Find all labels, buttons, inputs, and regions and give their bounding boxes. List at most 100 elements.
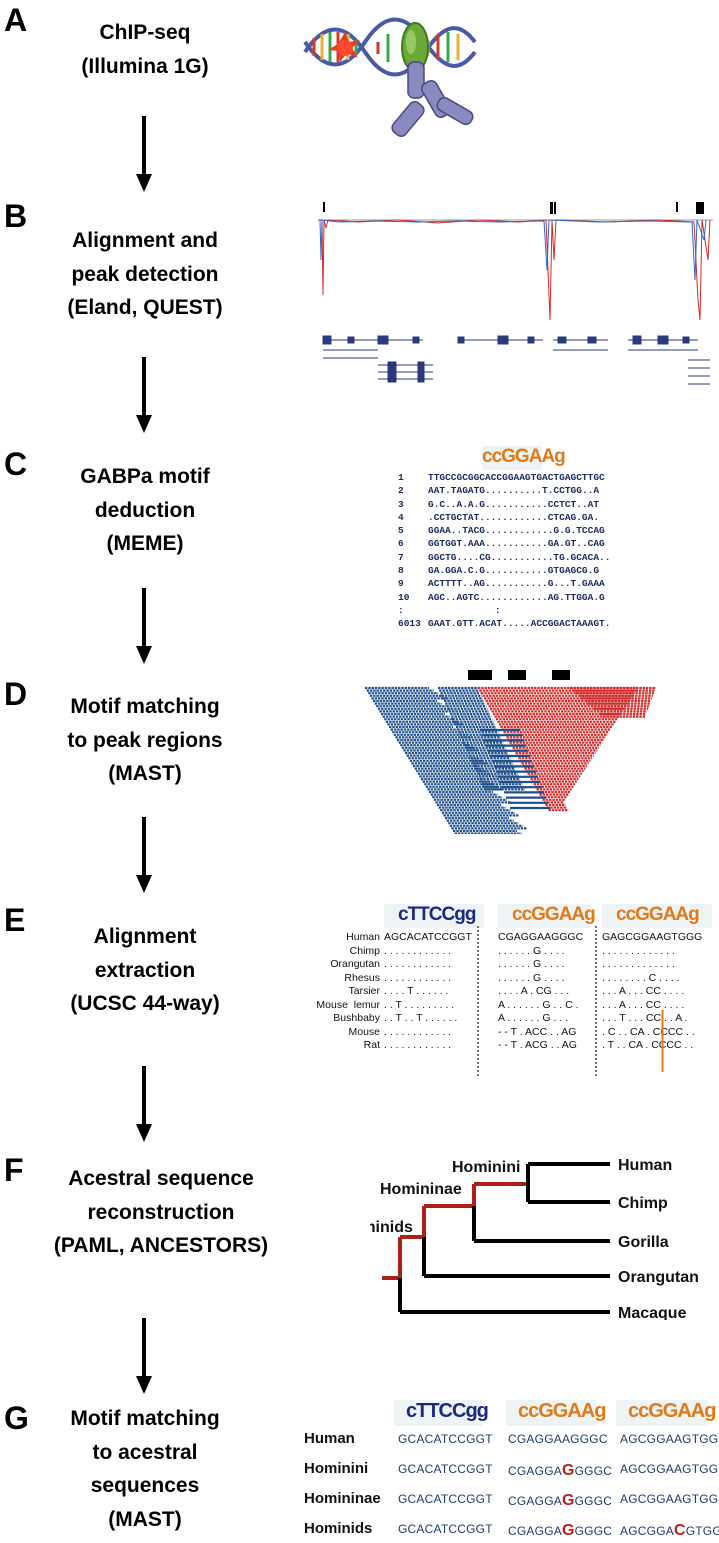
step-line: Acestral sequence [68,1167,254,1190]
alignment-column-block: AGCACATCCGGT. . . . . . . . . . . .. . .… [384,931,484,1053]
step-line: to peak regions [67,728,223,752]
aligned-sequence: AGCACATCCGGT [384,931,472,943]
aligned-sequence: A . . . . . . G . . . [498,1012,569,1024]
lineage-label: Homininae [304,1490,381,1507]
motif-logo: ccGGAAg [498,904,596,928]
flow-arrow [136,588,152,664]
step-line: extraction [94,958,196,982]
row-sequence: AGC..AGTC............AG.TTGGA.G [428,591,605,603]
aligned-sequence: . . . . . . . . . . . . [384,958,452,970]
antibody-icon [391,61,474,137]
peak-browser-track [318,202,713,385]
alignment-column-block: CGAGGAAGGGC. . . . . . G . . . .. . . . … [498,931,590,1053]
alignment-block-2: ccGGAAg CGAGGAAGGGC. . . . . . G . . . .… [498,904,596,1053]
gene-annotations [322,335,710,385]
step-description: Alignment extraction (UCSC 44-way) [40,920,250,1021]
aligned-sequence: - - T . ACC . . AG [498,1025,577,1038]
ancestral-sequence: GCACATCCGGT [398,1432,493,1446]
aligned-sequence: . . T . . T . . . . . . [384,1012,458,1024]
species-label: Mouse lemur [316,998,380,1011]
row-number: 7 [398,551,404,563]
reads [365,686,656,834]
conservation-alignment: Human Chimp Orangutan Rhesus Tarsier Mou… [296,904,716,1079]
flow-arrow [136,817,152,893]
block-divider [595,926,597,1076]
taxon-label-chimp: Chimp [618,1195,668,1212]
taxon-label-gorilla: Gorilla [618,1234,669,1251]
ancestral-sequence: GCACATCCGGT [398,1462,493,1476]
step-letter: A [4,2,28,38]
step-line: Alignment and [72,229,218,252]
chip-seq-illustration [303,17,477,137]
row-number: 2 [398,485,404,497]
aligned-sequence: . . . . . . G . . . . [498,971,565,984]
step-a: A ChIP-seq (Illumina 1G) [0,0,719,200]
alignment-block-1: cTTCCgg AGCACATCCGGT. . . . . . . . . . … [384,904,484,1053]
step-e: E Alignment extraction (UCSC 44-way) Hum… [0,900,719,1080]
step-line: sequences [90,1474,200,1498]
step-line: Alignment [93,925,197,948]
aligned-sequence: . . . . . . G . . . . [498,944,565,957]
step-description: ChIP-seq (Illumina 1G) [40,16,250,83]
step-letter: E [4,902,26,938]
signal-trace [318,219,711,321]
lineage-label: Hominini [304,1460,369,1477]
motif-logo-text: ccGGAAg [482,446,566,467]
ellipsis-row: : : [398,604,501,616]
motif-logo: ccGGAAg [602,904,712,928]
ancestral-sequence: AGCGGAAGTGGG [620,1462,719,1476]
aligned-sequence: . . . . . . . . C . . . . [602,971,680,984]
block-divider [477,926,479,1076]
alignment-column-block: GAGCGGAAGTGGG. . . . . . . . . . . . .. … [602,931,712,1053]
crosslink-star-icon [328,32,360,62]
motif-logo: ccGGAAg [506,1400,606,1426]
ancestral-sequence: CGAGGAGGGGC [508,1462,613,1479]
species-label: Rhesus [344,971,380,984]
species-label: Tarsier [348,985,380,997]
ancestral-sequence: AGCGGAAGTGGG [620,1492,719,1506]
species-label: Rat [363,1039,380,1051]
node-label-homininae: Homininae [380,1181,462,1198]
step-line: peak detection [71,262,219,286]
row-sequence: GA.GGA.C.G...........GTGAGCG.G [428,565,600,577]
step-letter: G [4,1400,29,1436]
aligned-sequence: . . . . . . G . . . . [498,958,565,970]
step-c: C GABPa motif deduction (MEME) ccGGAAg 1… [0,444,719,629]
aligned-sequence: . C . . CA . CCCC . . [602,1025,695,1038]
step-d: D Motif matching to peak regions (MAST) [0,670,719,844]
aligned-sequence: . . . . . . . . . . . . . [602,944,675,957]
step-line: (Illumina 1G) [81,54,209,78]
meme-logo: ccGGAAg [482,446,566,470]
step-line: Motif matching [70,1407,220,1430]
ancestral-row: HumanGCACATCCGGTCGAGGAAGGGCAGCGGAAGTGGG [304,1428,719,1452]
motif-hit-marker [508,670,526,680]
node-label-hominini: Hominini [452,1159,520,1176]
row-sequence: GGAA..TACG............G.G.TCCAG [428,525,605,537]
step-line: (Eland, QUEST) [67,296,223,320]
species-labels: Human Chimp Orangutan Rhesus Tarsier Mou… [296,931,380,1053]
lineage-label: Human [304,1430,355,1447]
step-description: GABPa motif deduction (MEME) [40,460,250,561]
aligned-sequence: . . . . . . . . . . . . [384,1025,452,1038]
aligned-sequence: . . . . . . . . . . . . . [602,958,675,970]
step-description: Acestral sequence reconstruction (PAML, … [36,1162,286,1263]
flow-arrow [136,1066,152,1142]
motif-logo: ccGGAAg [616,1400,716,1426]
aligned-sequence: . . . . . . . . . . . . [384,971,452,984]
motif-hit-marker [468,670,492,680]
motif-logo: cTTCCgg [394,1400,489,1426]
aligned-sequence: . . . . . . . . . . . . [384,1039,452,1051]
aligned-sequence: . . . . A . CG . . . [498,985,570,997]
step-f: F Acestral sequence reconstruction (PAML… [0,1150,719,1320]
step-description: Alignment and peak detection (Eland, QUE… [40,224,250,325]
row-sequence: GGTGGT.AAA...........GA.GT..CAG [428,538,605,550]
species-label: Chimp [349,944,380,957]
